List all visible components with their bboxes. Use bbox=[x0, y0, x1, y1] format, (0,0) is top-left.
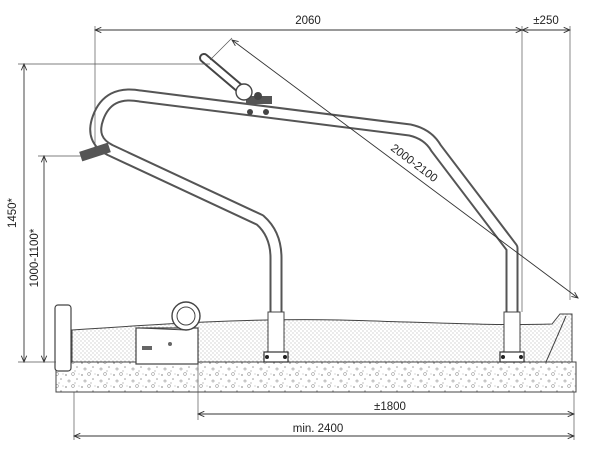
dim-top-right-label: ±250 bbox=[533, 15, 559, 27]
shower-head bbox=[199, 53, 262, 101]
dim-top-right: ±250 bbox=[522, 15, 570, 300]
dim-height-water: 1000-1100* bbox=[29, 156, 82, 362]
dim-top-width-label: 2060 bbox=[295, 15, 321, 27]
pump-unit bbox=[135, 301, 201, 365]
dim-height-total-label: 1450* bbox=[7, 197, 19, 228]
dim-bottom-total: min. 2400 bbox=[74, 392, 574, 440]
dim-top-width: 2060 bbox=[95, 15, 522, 312]
dim-height-total: 1450* bbox=[7, 64, 210, 362]
ground bbox=[55, 361, 577, 393]
dim-bottom-total-label: min. 2400 bbox=[293, 423, 344, 435]
dim-bottom-mid-label: ±1800 bbox=[374, 401, 406, 413]
dim-bottom-mid: ±1800 bbox=[198, 364, 574, 440]
dim-diagonal: 2000-2100 bbox=[209, 37, 578, 298]
dim-height-water-label: 1000-1100* bbox=[29, 228, 41, 287]
wall-post bbox=[54, 304, 72, 372]
